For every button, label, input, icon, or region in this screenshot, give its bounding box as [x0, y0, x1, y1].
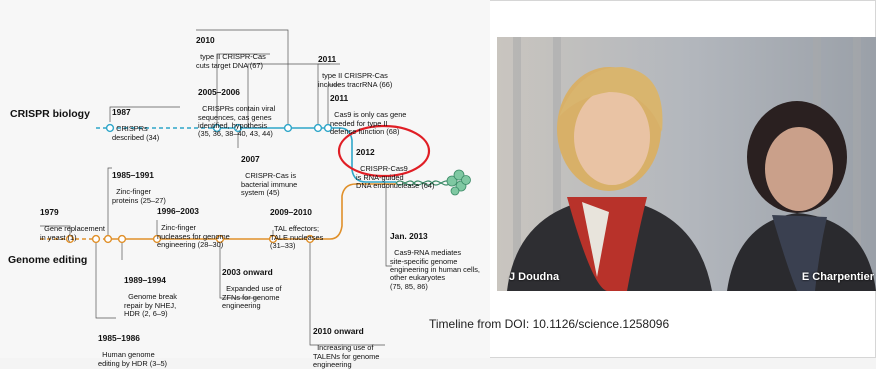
event-label: 2011 type II CRISPR-Cas includes tracrRN… — [318, 37, 392, 89]
dna-helix-icon — [395, 169, 471, 196]
node-1985a — [91, 234, 101, 244]
event-year: Jan. 2013 — [390, 230, 428, 241]
genome-nodes — [65, 234, 315, 244]
crispr-leaders — [109, 29, 340, 148]
event-text: Human genome editing by HDR (3–5) — [98, 350, 168, 368]
event-text: Zinc-finger nucleases for genome enginee… — [157, 223, 230, 250]
event-text: type II CRISPR-Cas includes tracrRNA (66… — [318, 71, 393, 89]
event-label: 2005–2006 CRISPRs contain viral sequence… — [198, 70, 275, 139]
timeline-graphic — [40, 29, 471, 346]
event-year: 2010 — [196, 34, 215, 45]
event-text: TAL effectors; TALE nucleases (31–33) — [270, 224, 324, 251]
event-year: 2003 onward — [222, 266, 273, 277]
node-1979 — [65, 234, 75, 244]
event-label: Jan. 2013 Cas9-RNA mediates site-specifi… — [390, 214, 480, 291]
event-year: 1996–2003 — [157, 205, 199, 216]
photo-name-right: E Charpentier — [801, 271, 874, 283]
event-text: Increasing use of TALENs for genome engi… — [313, 343, 380, 369]
event-label: 2007 CRISPR-Cas is bacterial immune syst… — [241, 137, 297, 197]
scientists-photo: J Doudna E Charpentier — [497, 37, 876, 291]
figure-caption: Timeline from DOI: 10.1126/science.12580… — [429, 317, 670, 331]
event-label: 1985–1991 Zinc-finger proteins (25–27) — [112, 153, 166, 205]
event-year: 2010 onward — [313, 325, 364, 336]
event-text: Expanded use of ZFNs for genome engineer… — [222, 284, 282, 311]
event-text: CRISPRs contain viral sequences, cas gen… — [198, 104, 276, 139]
event-text: CRISPR-Cas is bacterial immune system (4… — [241, 171, 298, 198]
event-year: 2012 — [356, 146, 375, 157]
event-year: 2011 — [318, 53, 337, 64]
event-label: 1985–1986 Human genome editing by HDR (3… — [98, 316, 167, 368]
node-2011b — [323, 123, 333, 133]
event-text: CRISPRs described (34) — [112, 124, 160, 142]
node-2003 — [215, 234, 225, 244]
event-year: 2007 — [241, 153, 260, 164]
node-2009 — [268, 234, 278, 244]
event-label: 1989–1994 Genome break repair by NHEJ, H… — [124, 258, 177, 318]
event-label-highlighted: 2012 CRISPR-Cas9 is RNA-guided DNA endon… — [356, 130, 434, 190]
node-2010 — [283, 123, 293, 133]
event-year: 2009–2010 — [270, 206, 312, 217]
genome-track-title: Genome editing — [8, 254, 88, 266]
event-label: 1996–2003 Zinc-finger nucleases for geno… — [157, 189, 230, 249]
node-1987 — [105, 123, 115, 133]
event-year: 1979 — [40, 206, 59, 217]
node-1985b — [103, 234, 113, 244]
event-text: Zinc-finger proteins (25–27) — [112, 187, 166, 205]
event-year: 2005–2006 — [198, 86, 240, 97]
node-1996 — [152, 234, 162, 244]
crispr-track-title: CRISPR biology — [10, 108, 90, 120]
crispr-nodes — [105, 123, 333, 133]
event-label: 2010 type II CRISPR-Cas cuts target DNA … — [196, 18, 266, 70]
event-year: 1987 — [112, 106, 131, 117]
event-text: type II CRISPR-Cas cuts target DNA (67) — [196, 52, 266, 70]
event-year: 1985–1991 — [112, 169, 154, 180]
node-2010b — [305, 234, 315, 244]
node-2011a — [313, 123, 323, 133]
event-label: 1987 CRISPRs described (34) — [112, 90, 159, 142]
event-label: 2003 onward Expanded use of ZFNs for gen… — [222, 250, 282, 310]
crispr-curve — [339, 127, 396, 183]
event-text: Cas9-RNA mediates site-specific genome e… — [390, 248, 480, 291]
node-2005 — [212, 123, 222, 133]
event-label: 2009–2010 TAL effectors; TALE nucleases … — [270, 190, 323, 250]
event-text: Gene replacement in yeast (1) — [40, 224, 105, 242]
event-label: 2011 Cas9 is only cas gene needed for ty… — [330, 76, 406, 136]
photo-name-left: J Doudna — [509, 271, 560, 283]
event-text: Genome break repair by NHEJ, HDR (2, 6–9… — [124, 292, 177, 319]
event-label: 2010 onward Increasing use of TALENs for… — [313, 309, 379, 369]
event-year: 1989–1994 — [124, 274, 166, 285]
event-year: 2011 — [330, 92, 349, 103]
genome-curve — [329, 183, 396, 240]
node-2007 — [233, 123, 243, 133]
highlight-ellipse — [337, 124, 431, 178]
event-text: CRISPR-Cas9 is RNA-guided DNA endonuclea… — [356, 164, 435, 191]
node-1989 — [117, 234, 127, 244]
event-text: Cas9 is only cas gene needed for type II… — [330, 110, 407, 137]
event-year: 1985–1986 — [98, 332, 140, 343]
photo-illustration — [497, 37, 876, 291]
event-label: 1979 Gene replacement in yeast (1) — [40, 190, 105, 242]
